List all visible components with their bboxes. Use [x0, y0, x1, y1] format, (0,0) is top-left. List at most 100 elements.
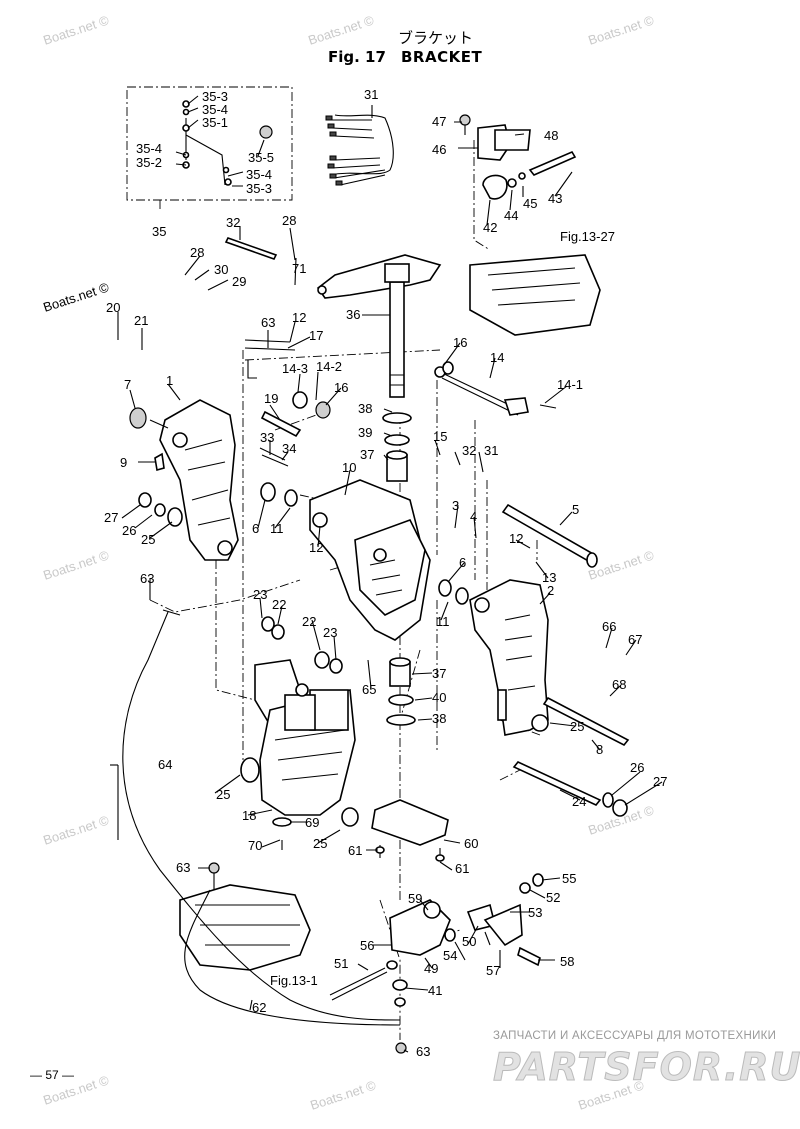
- callout: 12: [292, 310, 306, 325]
- callout: 14: [490, 350, 504, 365]
- callout: 50: [462, 934, 476, 949]
- callout: 63: [261, 315, 275, 330]
- callout: 56: [360, 938, 374, 953]
- callout: 25: [216, 787, 230, 802]
- callout: 65: [362, 682, 376, 697]
- watermark: Boats.net ©: [306, 12, 376, 47]
- lower-housing: [179, 862, 311, 971]
- callout: 28: [282, 213, 296, 228]
- callout: 69: [305, 815, 319, 830]
- title-japanese: ブラケット: [398, 29, 474, 47]
- callout: 16: [334, 380, 348, 395]
- callout: 17: [309, 328, 323, 343]
- callout: 5: [572, 502, 579, 517]
- callout: 48: [544, 128, 558, 143]
- callout: 43: [548, 191, 562, 206]
- callout: 27: [104, 510, 118, 525]
- callout: 35-5: [248, 150, 274, 165]
- callout: 35-2: [136, 155, 162, 170]
- callout: 53: [528, 905, 542, 920]
- callout: 25: [141, 532, 155, 547]
- callout: 45: [523, 196, 537, 211]
- callout: 54: [443, 948, 457, 963]
- callout: 4: [470, 509, 477, 524]
- callout: 10: [342, 460, 356, 475]
- callout: 18: [242, 808, 256, 823]
- callout: 61: [455, 861, 469, 876]
- ground-cables: [110, 609, 401, 1026]
- callout: 11: [270, 521, 284, 536]
- callout: 20: [106, 300, 120, 315]
- callout: 57: [486, 963, 500, 978]
- callout-labels: 35-3 35-4 35-1 35-4 35-2 35-5 35-4 35-3 …: [104, 87, 667, 1059]
- callout: 36: [346, 307, 360, 322]
- callout: 60: [464, 836, 478, 851]
- group-35-box: [126, 86, 293, 201]
- callout: 34: [282, 441, 296, 456]
- callout: 35-4: [136, 141, 162, 156]
- callout: 6: [252, 521, 259, 536]
- callout: 40: [432, 690, 446, 705]
- callout: 67: [628, 632, 642, 647]
- callout: 37: [432, 666, 446, 681]
- callout: 25: [570, 719, 584, 734]
- callout: 25: [313, 836, 327, 851]
- lower-plate-60: [371, 799, 449, 862]
- figure-number: Fig. 17: [328, 48, 386, 66]
- callout: 63: [416, 1044, 430, 1059]
- callout: 7: [124, 377, 131, 392]
- callout: 1: [166, 373, 173, 388]
- callout: 66: [602, 619, 616, 634]
- callout: 39: [358, 425, 372, 440]
- leader-lines: [117, 95, 663, 1053]
- callout: 31: [484, 443, 498, 458]
- ref-fig-13-27: Fig.13-27: [560, 229, 615, 244]
- ref-fig-13-1: Fig.13-1: [270, 973, 318, 988]
- callout: 14-1: [557, 377, 583, 392]
- callout: 35-1: [202, 115, 228, 130]
- callout: 55: [562, 871, 576, 886]
- callout: 37: [360, 447, 374, 462]
- power-trim-unit-18: [240, 616, 359, 850]
- clamp-bracket-2: [469, 579, 549, 736]
- callout: 2: [547, 583, 554, 598]
- watermark: Boats.net ©: [586, 547, 656, 582]
- callout: 29: [232, 274, 246, 289]
- callout: 35-3: [202, 89, 228, 104]
- callout: 68: [612, 677, 626, 692]
- callout: 38: [358, 401, 372, 416]
- callout: 28: [190, 245, 204, 260]
- callout: 14-2: [316, 359, 342, 374]
- callout: 63: [140, 571, 154, 586]
- callout: 19: [264, 391, 278, 406]
- clamp-bracket-1: [129, 399, 239, 561]
- callout: 26: [122, 523, 136, 538]
- tubes-and-rods: [138, 237, 630, 817]
- callout: 3: [452, 498, 459, 513]
- watermark: Boats.net ©: [308, 1077, 378, 1112]
- callout: 35-3: [246, 181, 272, 196]
- watermark-dark: Boats.net ©: [41, 279, 111, 314]
- callout: 16: [453, 335, 467, 350]
- watermark: Boats.net ©: [41, 547, 111, 582]
- callout: 33: [260, 430, 274, 445]
- callout: 22: [272, 597, 286, 612]
- callout: 11: [436, 614, 450, 629]
- callout: 61: [348, 843, 362, 858]
- callout: 15: [433, 429, 447, 444]
- callout: 41: [428, 983, 442, 998]
- callout: 27: [653, 774, 667, 789]
- callout: 12: [309, 540, 323, 555]
- callout: 70: [248, 838, 262, 853]
- watermark: Boats.net ©: [41, 812, 111, 847]
- callout: 30: [214, 262, 228, 277]
- callout: 35-4: [202, 102, 228, 117]
- wire-harness-31: [325, 105, 394, 186]
- steering-shaft-36: [316, 254, 442, 398]
- callout: 44: [504, 208, 518, 223]
- callout: 51: [334, 956, 348, 971]
- bushings-37-39: [382, 412, 416, 726]
- callout: 26: [630, 760, 644, 775]
